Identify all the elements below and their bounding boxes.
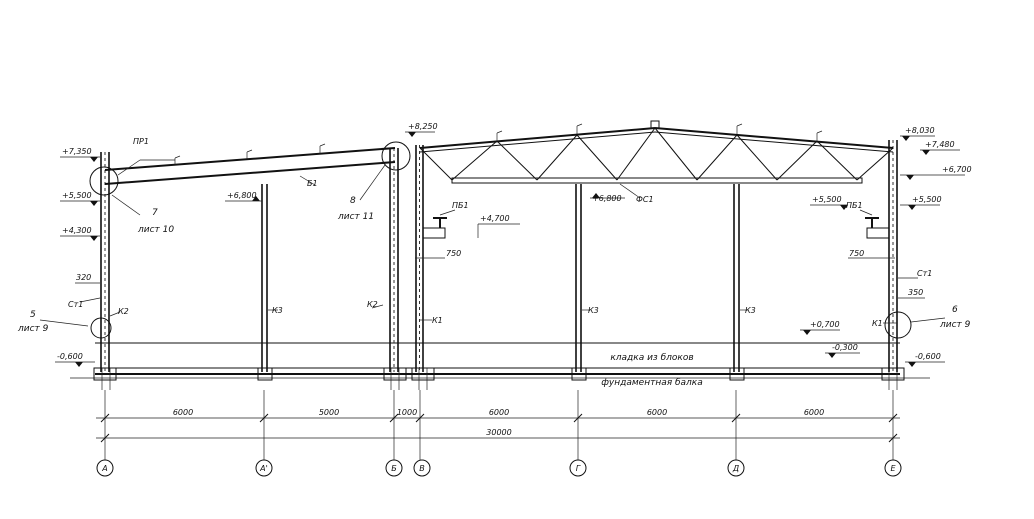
elevation-label: -0,600 bbox=[57, 352, 83, 361]
label-k2-b: К2 bbox=[367, 300, 378, 309]
label-ct1-left: Ст1 bbox=[68, 300, 83, 309]
callout-circle-6 bbox=[884, 311, 912, 339]
callout-sheet-7: лист 10 bbox=[137, 225, 174, 235]
label-k3-d: К3 bbox=[745, 306, 756, 315]
span-dimension: 6000 bbox=[647, 408, 667, 417]
elevation-label: +7,350 bbox=[62, 147, 92, 156]
bracket-pb1-left bbox=[422, 217, 447, 239]
label-foundation-beam: фундаментная балка bbox=[601, 378, 703, 388]
label-k1-v: К1 bbox=[432, 316, 443, 325]
axis-label-e: Е bbox=[890, 464, 896, 473]
callout-sheet-5: лист 9 bbox=[17, 324, 49, 334]
label-ct1-right: Ст1 bbox=[917, 269, 932, 278]
column-axis-v bbox=[415, 145, 424, 372]
elevation-label: +6,700 bbox=[942, 165, 972, 174]
callout-number-7: 7 bbox=[152, 208, 158, 218]
span-dimension: 6000 bbox=[804, 408, 824, 417]
callout-number-6: 6 bbox=[952, 305, 958, 315]
axis-bubble-b bbox=[385, 459, 403, 477]
local-dimension: 750 bbox=[446, 249, 461, 258]
span-dimension: 6000 bbox=[489, 408, 509, 417]
label-fs1: ФС1 bbox=[636, 195, 654, 204]
elevation-label: +5,500 bbox=[812, 195, 842, 204]
callout-number-5: 5 bbox=[30, 310, 36, 320]
roof-truss-fs1 bbox=[419, 120, 894, 184]
elevation-label: -0,300 bbox=[832, 343, 858, 352]
local-dimensions bbox=[75, 257, 925, 299]
axis-bubble-e bbox=[884, 459, 902, 477]
footings bbox=[93, 367, 905, 390]
axis-bubble-a-prime bbox=[255, 459, 273, 477]
label-pr1: ПР1 bbox=[133, 137, 149, 146]
elevation-label: +8,250 bbox=[408, 122, 438, 131]
column-axis-a-prime bbox=[261, 184, 268, 372]
elevation-label: +6,800 bbox=[592, 194, 622, 203]
bracket-pb1-right bbox=[865, 217, 890, 239]
axis-label-a: А bbox=[101, 464, 107, 473]
elevation-label: +4,700 bbox=[480, 214, 510, 223]
elevation-label: +7,480 bbox=[925, 140, 955, 149]
elevation-label: -0,600 bbox=[915, 352, 941, 361]
callout-sheet-8: лист 11 bbox=[337, 212, 374, 222]
dimension-chains bbox=[96, 390, 900, 460]
column-axis-d bbox=[733, 184, 740, 372]
local-dimension: 350 bbox=[908, 288, 923, 297]
label-k2-left: К2 bbox=[118, 307, 129, 316]
span-dimension: 6000 bbox=[173, 408, 193, 417]
elevation-label: +5,500 bbox=[62, 191, 92, 200]
label-k3-a2: К3 bbox=[272, 306, 283, 315]
label-k3-g: К3 bbox=[588, 306, 599, 315]
column-axis-e bbox=[888, 140, 898, 372]
axis-bubble-a bbox=[96, 459, 114, 477]
axis-bubble-d bbox=[727, 459, 745, 477]
column-axis-g bbox=[575, 184, 582, 372]
axis-label-v: В bbox=[419, 464, 425, 473]
local-dimension: 750 bbox=[849, 249, 864, 258]
axis-label-a-prime: А' bbox=[259, 464, 268, 473]
axis-bubbles bbox=[96, 459, 902, 477]
elevation-label: +0,700 bbox=[810, 320, 840, 329]
label-masonry: кладка из блоков bbox=[610, 353, 693, 363]
label-k1-e: К1 bbox=[872, 319, 883, 328]
local-dimension: 320 bbox=[76, 273, 91, 282]
label-pb1-right: ПБ1 bbox=[846, 201, 863, 210]
axis-label-b: Б bbox=[391, 464, 397, 473]
elevation-label: +8,030 bbox=[905, 126, 935, 135]
callout-circle-5 bbox=[90, 317, 112, 339]
leader-lines bbox=[39, 159, 946, 327]
axis-bubble-v bbox=[413, 459, 431, 477]
elevation-marks bbox=[55, 131, 965, 367]
span-dimension: 5000 bbox=[319, 408, 339, 417]
column-axis-b bbox=[389, 148, 399, 372]
axis-label-d: Д bbox=[732, 464, 739, 473]
elevation-label: +6,800 bbox=[227, 191, 257, 200]
callout-circle-7 bbox=[89, 166, 119, 196]
label-pb1-left: ПБ1 bbox=[452, 201, 469, 210]
axis-label-g: Г bbox=[576, 464, 581, 473]
label-b1: Б1 bbox=[307, 179, 318, 188]
axis-bubble-g bbox=[569, 459, 587, 477]
column-axis-a bbox=[100, 152, 110, 372]
callout-circle-8 bbox=[381, 141, 411, 171]
elevation-label: +5,500 bbox=[912, 195, 942, 204]
callout-sheet-6: лист 9 bbox=[939, 320, 971, 330]
callout-number-8: 8 bbox=[350, 196, 356, 206]
span-dimension: 1000 bbox=[397, 408, 417, 417]
elevation-label: +4,300 bbox=[62, 226, 92, 235]
sloped-beam-b1 bbox=[104, 143, 396, 185]
total-dimension: 30000 bbox=[486, 428, 511, 437]
